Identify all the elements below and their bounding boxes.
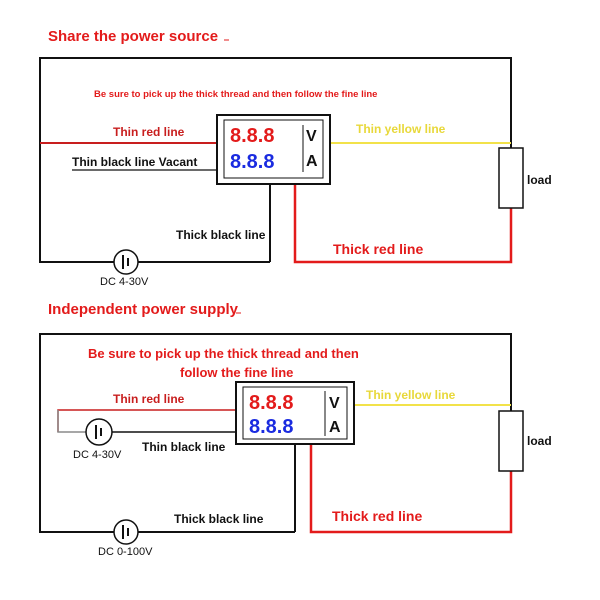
top-thick-red-label: Thick red line bbox=[333, 241, 423, 257]
top-meter-amps: 8.8.8 bbox=[230, 151, 274, 173]
top-note: Be sure to pick up the thick thread and … bbox=[94, 89, 377, 100]
top-thin-yellow-label: Thin yellow line bbox=[356, 122, 446, 136]
top-meter-volts: 8.8.8 bbox=[230, 125, 274, 147]
bottom-load-resistor bbox=[498, 410, 524, 472]
bottom-diagram: Independent power supply 8.8.8 8.8.8 V A… bbox=[39, 301, 552, 558]
bottom-title: Independent power supply bbox=[48, 301, 239, 318]
top-thick-black-label: Thick black line bbox=[176, 228, 266, 242]
bottom-thin-black-label: Thin black line bbox=[142, 440, 226, 454]
top-meter: 8.8.8 8.8.8 V A bbox=[216, 114, 331, 185]
bottom-main-dc-source bbox=[113, 519, 139, 545]
bottom-thick-red-label: Thick red line bbox=[332, 508, 422, 524]
bottom-meter-v-unit: V bbox=[329, 395, 340, 412]
bottom-meter-volts: 8.8.8 bbox=[249, 392, 293, 414]
top-thin-black-label: Thin black line Vacant bbox=[72, 155, 197, 169]
bottom-thin-yellow-label: Thin yellow line bbox=[366, 388, 456, 402]
top-source-label: DC 4-30V bbox=[100, 276, 149, 288]
top-diagram: Share the power source 8.8.8 8.8.8 V A l… bbox=[39, 28, 552, 288]
bottom-meter: 8.8.8 8.8.8 V A bbox=[235, 381, 355, 445]
top-meter-v-unit: V bbox=[306, 128, 317, 145]
bottom-meter-a-unit: A bbox=[329, 419, 341, 436]
bottom-meter-amps: 8.8.8 bbox=[249, 416, 293, 438]
bottom-note-line1: Be sure to pick up the thick thread and … bbox=[88, 346, 359, 361]
bottom-thick-black-label: Thick black line bbox=[174, 512, 264, 526]
top-red-return bbox=[293, 184, 513, 264]
bottom-thin-red-wire bbox=[57, 409, 236, 432]
top-dc-source bbox=[113, 249, 139, 275]
bottom-main-source-label: DC 0-100V bbox=[98, 546, 153, 558]
bottom-note-line2: follow the fine line bbox=[180, 365, 293, 380]
bottom-small-dc-source bbox=[85, 418, 113, 446]
bottom-small-source-label: DC 4-30V bbox=[73, 449, 122, 461]
top-thin-red-label: Thin red line bbox=[113, 125, 185, 139]
top-load-resistor bbox=[498, 147, 524, 209]
top-load-label: load bbox=[527, 173, 552, 187]
top-title: Share the power source bbox=[48, 28, 218, 45]
bottom-thin-red-side bbox=[57, 410, 86, 433]
bottom-thin-red-label: Thin red line bbox=[113, 392, 185, 406]
bottom-red-return bbox=[309, 444, 513, 534]
top-meter-a-unit: A bbox=[306, 153, 318, 170]
bottom-load-label: load bbox=[527, 434, 552, 448]
